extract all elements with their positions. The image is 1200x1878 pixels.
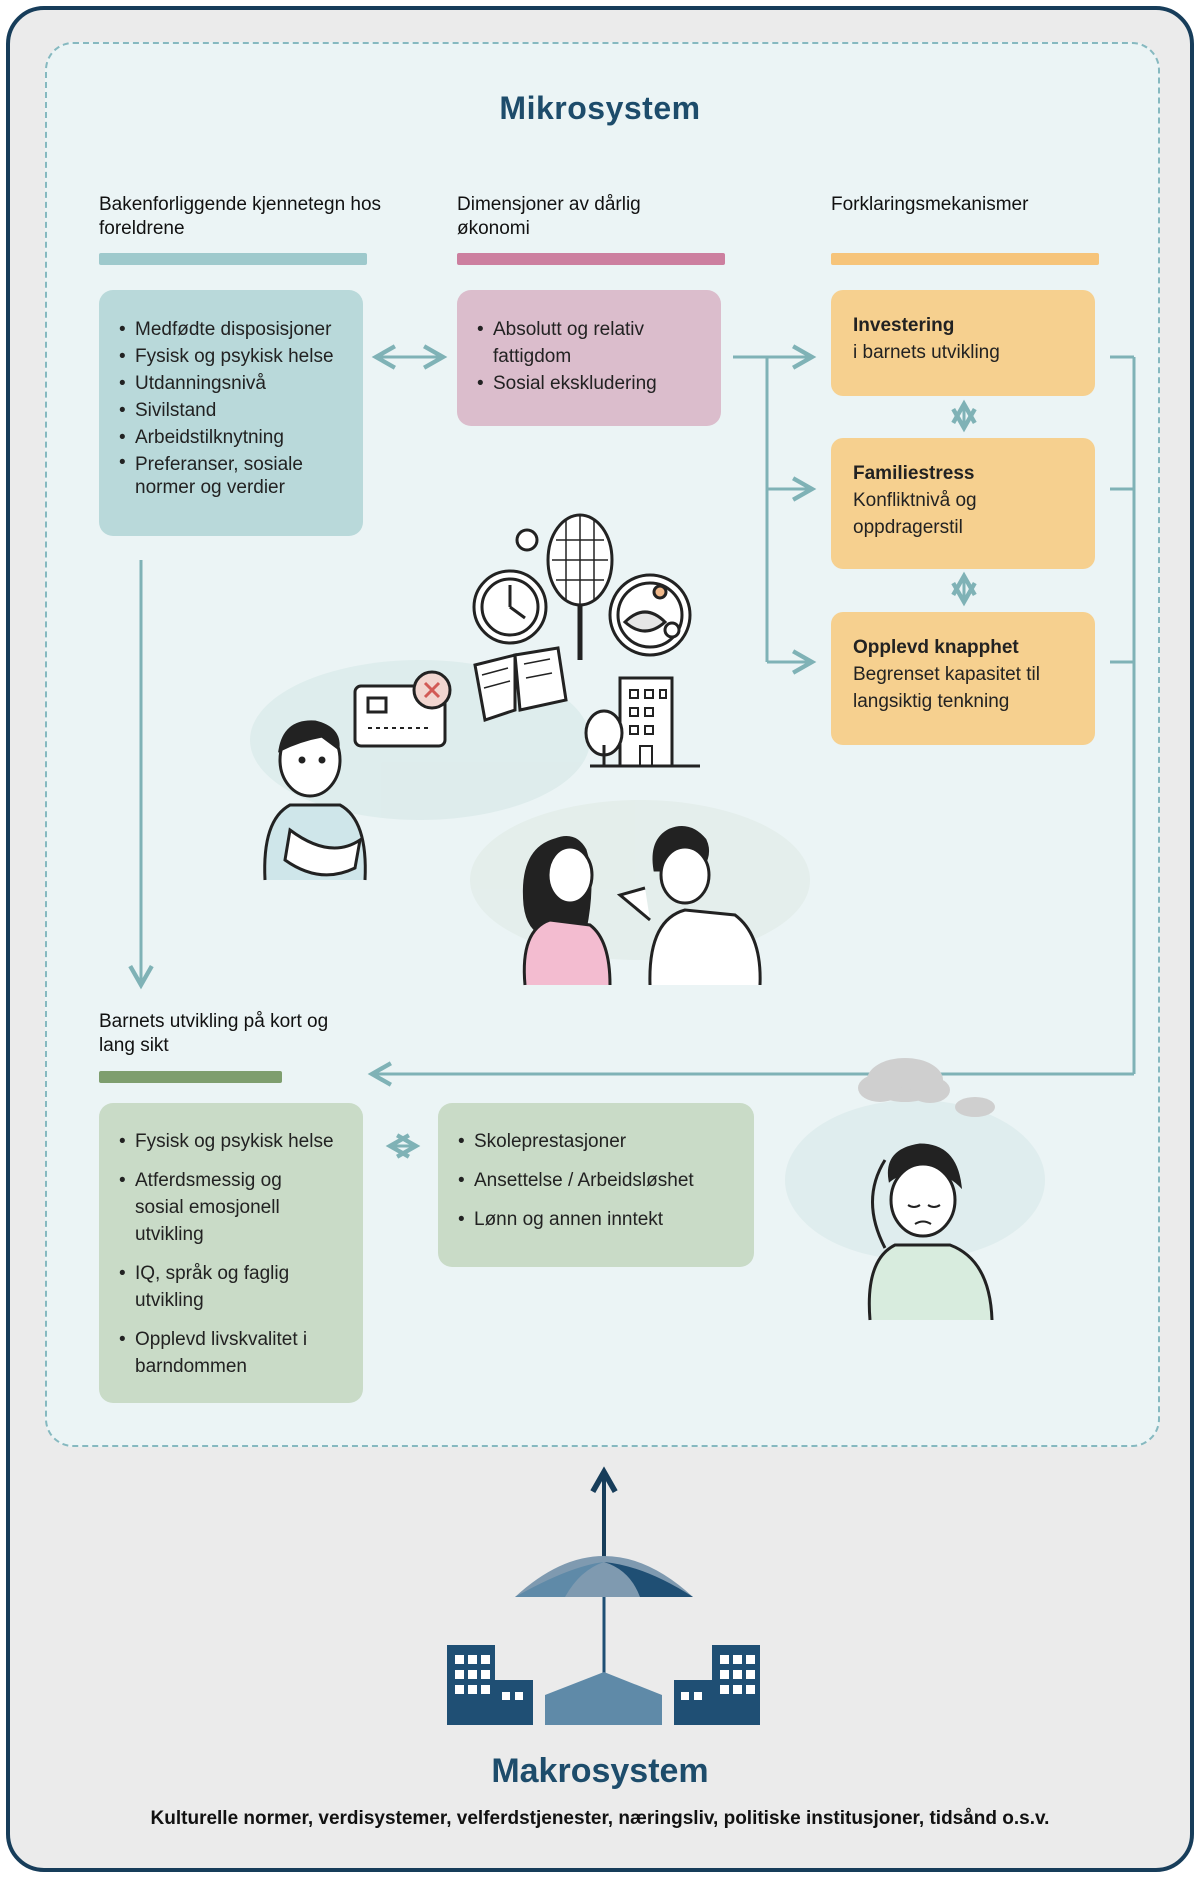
list-item: Arbeidstilknytning: [99, 424, 363, 451]
mechanism-text: Konfliktnivå og oppdragerstil: [853, 490, 977, 538]
mechanism-family-stress-box: Familiestress Konfliktnivå og oppdragers…: [831, 438, 1095, 569]
list-item: Fysisk og psykisk helse: [99, 343, 363, 370]
col-heading-parents: Bakenforliggende kjennetegn hos foreldre…: [99, 194, 382, 239]
tree-icon: [584, 709, 624, 766]
child-development-heading: Barnets utvikling på kort og lang sikt: [99, 1011, 329, 1056]
arguing-couple-illustration: [522, 826, 762, 986]
list-item: IQ, språk og faglig utvikling: [99, 1260, 309, 1314]
list-item: Preferanser, sosiale normer og verdier: [99, 451, 363, 499]
teal-bar: [99, 253, 367, 265]
list-item: Absolutt og relativ fattigdom: [457, 316, 721, 370]
mechanism-scarcity-box: Opplevd knapphet Begrenset kapasitet til…: [831, 612, 1095, 745]
mechanism-title: Opplevd knapphet: [853, 637, 1019, 658]
list-item: Opplevd livskvalitet i barndommen: [99, 1326, 309, 1380]
green-bar: [99, 1071, 282, 1083]
tennis-racket-icon: [515, 513, 614, 660]
mechanism-text: i barnets utvikling: [853, 342, 1000, 363]
orange-bar: [831, 253, 1099, 265]
outcomes-box: Skoleprestasjoner Ansettelse / Arbeidslø…: [438, 1103, 754, 1267]
clock-icon: [472, 569, 548, 645]
mechanism-title: Investering: [853, 315, 955, 336]
col-heading-economy: Dimensjoner av dårlig økonomi: [457, 194, 641, 239]
worried-man-illustration: [263, 720, 367, 881]
mechanism-investment-box: Investering i barnets utvikling: [831, 290, 1095, 396]
list-item: Medfødte disposisjoner: [99, 316, 363, 343]
makrosystem-title: Makrosystem: [491, 1752, 709, 1790]
list-item: Skoleprestasjoner: [438, 1128, 754, 1155]
pink-bar: [457, 253, 725, 265]
book-icon: [473, 646, 568, 722]
parents-characteristics-box: Medfødte disposisjoner Fysisk og psykisk…: [99, 290, 363, 536]
arrow-mechanisms-child: [367, 355, 1136, 1087]
economy-dimensions-box: Absolutt og relativ fattigdom Sosial eks…: [457, 290, 721, 426]
city-buildings-icon: [447, 1645, 760, 1725]
child-development-box: Fysisk og psykisk helse Atferdsmessig og…: [99, 1103, 363, 1403]
list-item: Sosial ekskludering: [457, 370, 721, 397]
mikrosystem-title: Mikrosystem: [499, 90, 701, 126]
list-item: Sivilstand: [99, 397, 363, 424]
cloud-icon: [858, 1058, 995, 1117]
list-item: Fysisk og psykisk helse: [99, 1128, 363, 1155]
mechanism-title: Familiestress: [853, 463, 975, 484]
umbrella-icon: [515, 1556, 693, 1710]
list-item: Ansettelse / Arbeidsløshet: [438, 1167, 754, 1194]
arrow-economy-mechanisms: [733, 344, 817, 675]
sad-child-illustration: [867, 1143, 994, 1321]
fish-plate-icon: [608, 573, 692, 657]
mechanism-text: Begrenset kapasitet til langsiktig tenkn…: [853, 664, 1040, 712]
apartment-building-icon: [590, 676, 700, 768]
credit-card-declined-icon: [353, 670, 452, 748]
list-item: Utdanningsnivå: [99, 370, 363, 397]
list-item: Atferdsmessig og sosial emosjonell utvik…: [99, 1167, 329, 1248]
makrosystem-subtitle: Kulturelle normer, verdisystemer, velfer…: [150, 1808, 1050, 1829]
col-heading-mechanisms: Forklaringsmekanismer: [831, 194, 1029, 215]
list-item: Lønn og annen inntekt: [438, 1206, 754, 1233]
